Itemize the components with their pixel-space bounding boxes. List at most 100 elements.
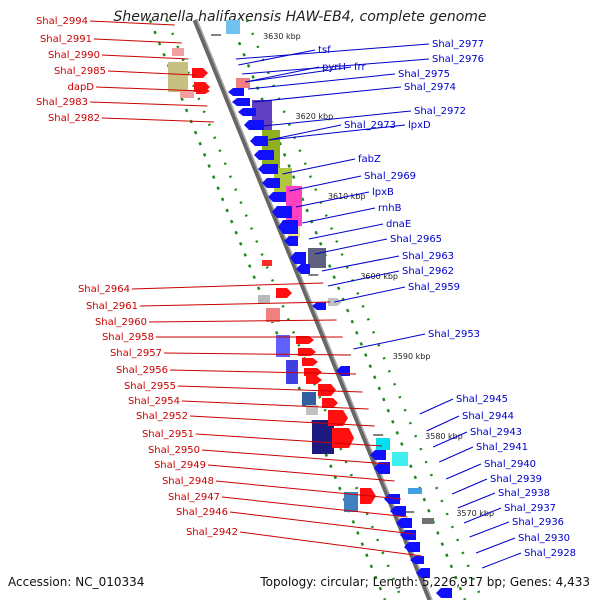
- gene-arrow: [304, 368, 322, 376]
- gene-arrow: [302, 358, 318, 366]
- leader-line: [181, 400, 369, 410]
- gene-block: [392, 452, 408, 466]
- gene-label-right: Shal_2945: [456, 394, 508, 405]
- gene-arrow: [410, 556, 424, 564]
- gene-arrow: [290, 252, 306, 264]
- gene-block: [262, 260, 272, 266]
- gene-label-left: Shal_2950: [148, 445, 200, 456]
- accession-text: Accession: NC_010334: [8, 575, 145, 589]
- gene-block: [308, 248, 326, 268]
- gene-label-left: Shal_2958: [102, 332, 154, 343]
- gene-arrow: [370, 450, 386, 460]
- gene-label-right: Shal_2963: [402, 251, 454, 262]
- map-title: Shewanella halifaxensis HAW-EB4, complet…: [113, 9, 487, 25]
- leader-line: [169, 369, 357, 375]
- gene-label-left: Shal_2994: [36, 16, 88, 27]
- gene-label-left: Shal_2954: [128, 396, 180, 407]
- gene-label-left: Shal_2949: [154, 460, 206, 471]
- leader-line: [308, 223, 384, 240]
- gene-label-right: Shal_2977: [432, 39, 484, 50]
- gene-block: [376, 438, 390, 450]
- leader-line: [314, 238, 388, 255]
- gene-block: [276, 335, 290, 357]
- leader-line: [107, 70, 195, 76]
- tick-label: 3590 kbp: [393, 352, 431, 361]
- leader-line: [289, 175, 362, 192]
- leader-line: [463, 507, 502, 524]
- leader-line: [241, 58, 430, 75]
- leader-line: [148, 319, 337, 323]
- gene-label-left: Shal_2956: [116, 365, 168, 376]
- tick-label: 3580 kbp: [425, 432, 463, 441]
- leader-line: [245, 66, 320, 83]
- gene-arrow: [396, 518, 412, 528]
- gene-block: [226, 20, 240, 34]
- gene-label-right: Shal_2972: [414, 106, 466, 117]
- gene-block: [302, 392, 316, 406]
- leader-line: [321, 255, 400, 272]
- gene-label-right: Shal_2953: [428, 329, 480, 340]
- gene-label-left: Shal_2955: [124, 381, 176, 392]
- gene-arrow: [416, 568, 430, 578]
- feature-layer: [168, 20, 452, 598]
- leader-line: [451, 478, 488, 495]
- leader-line: [481, 552, 522, 569]
- gene-arrow: [238, 108, 256, 116]
- leader-line: [207, 464, 395, 482]
- gene-label-left: Shal_2991: [40, 34, 92, 45]
- gene-label-left: Shal_2942: [186, 527, 238, 538]
- gene-label-right: frr: [354, 62, 366, 73]
- gene-arrow: [228, 88, 244, 96]
- leader-line: [268, 124, 406, 141]
- gene-label-right: Shal_2938: [498, 488, 550, 499]
- gene-label-left: Shal_2951: [142, 429, 194, 440]
- leader-line: [268, 124, 342, 141]
- leader-line: [248, 73, 396, 90]
- gene-label-right: Shal_2941: [476, 442, 528, 453]
- gene-block: [306, 405, 318, 415]
- leader-line: [95, 86, 202, 92]
- gene-block: [344, 492, 358, 512]
- leader-line: [426, 415, 460, 432]
- gene-arrow: [192, 68, 208, 78]
- gene-arrow: [328, 410, 348, 426]
- leader-line: [238, 49, 316, 66]
- gene-arrow: [284, 236, 298, 246]
- gene-arrow: [262, 178, 280, 188]
- gene-arrow: [390, 506, 406, 516]
- gene-label-right: Shal_2962: [402, 266, 454, 277]
- gene-arrow: [272, 206, 292, 218]
- genome-stats-text: Topology: circular; Length: 5,226,917 bp…: [260, 575, 590, 589]
- leader-line: [89, 101, 208, 107]
- gene-label-left: Shal_2990: [48, 50, 100, 61]
- leader-line: [353, 333, 426, 350]
- leader-line: [239, 531, 422, 557]
- gene-label-right: Shal_2975: [398, 69, 450, 80]
- leader-layer: [89, 20, 522, 569]
- leader-line: [215, 480, 402, 500]
- leader-line: [302, 207, 376, 224]
- leader-line: [445, 463, 482, 480]
- gene-block: [258, 295, 270, 303]
- leader-line: [235, 43, 430, 60]
- gene-block: [266, 308, 280, 322]
- gene-block: [236, 78, 250, 88]
- gene-arrow: [296, 336, 314, 344]
- tick-label: 3630 kbp: [263, 32, 301, 41]
- leader-line: [89, 20, 175, 26]
- gene-label-right: Shal_2944: [462, 411, 514, 422]
- leader-line: [93, 38, 182, 44]
- gene-label-left: Shal_2985: [54, 66, 106, 77]
- leader-line: [177, 385, 363, 393]
- leader-line: [327, 270, 400, 287]
- gene-label-left: Shal_2983: [36, 97, 88, 108]
- gene-label-right: fabZ: [358, 154, 381, 165]
- gene-label-left: Shal_2947: [168, 492, 220, 503]
- gene-arrow: [296, 264, 310, 274]
- gene-label-right: Shal_2969: [364, 171, 416, 182]
- gene-label-left: dapD: [67, 82, 94, 93]
- gene-arrow: [254, 150, 274, 160]
- leader-line: [229, 511, 414, 535]
- gene-label-right: Shal_2943: [470, 427, 522, 438]
